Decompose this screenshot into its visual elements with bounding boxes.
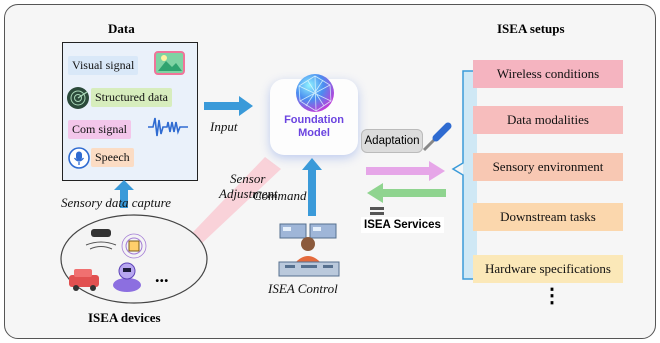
foundation-model-label: Foundation Model bbox=[284, 114, 344, 139]
services-arrow bbox=[367, 183, 446, 203]
command-arrow bbox=[302, 158, 322, 216]
setup-wireless-conditions: Wireless conditions bbox=[473, 60, 623, 88]
isea-control-label: ISEA Control bbox=[268, 281, 338, 296]
adaptation-chip: Adaptation bbox=[361, 129, 423, 153]
setup-sensory-environment: Sensory environment bbox=[473, 153, 623, 181]
screwdriver-icon bbox=[422, 122, 452, 152]
command-label: Command bbox=[253, 188, 307, 203]
microphone-icon bbox=[68, 147, 90, 169]
sensor-adjustment-beam bbox=[173, 157, 281, 261]
waveform-icon bbox=[148, 117, 188, 137]
sensor-adjustment-label-line2: Adjustment bbox=[219, 186, 278, 201]
setups-title: ISEA setups bbox=[497, 21, 565, 36]
sensory-capture-label: Sensory data capture bbox=[61, 195, 171, 210]
image-icon bbox=[154, 51, 185, 75]
diagram-frame: Data Visual signal Structured data Com s… bbox=[4, 4, 656, 339]
data-item-visual-signal: Visual signal bbox=[68, 56, 139, 75]
isea-devices-group bbox=[60, 214, 208, 304]
data-item-com-signal: Com signal bbox=[68, 120, 132, 139]
devices-ellipsis: ... bbox=[155, 266, 169, 286]
setup-downstream-tasks: Downstream tasks bbox=[473, 203, 623, 231]
control-operator-icon bbox=[278, 223, 340, 277]
data-item-speech: Speech bbox=[91, 148, 134, 167]
isea-devices-label: ISEA devices bbox=[88, 310, 161, 325]
data-item-structured-data: Structured data bbox=[91, 88, 172, 107]
setups-ellipsis: ⋮ bbox=[542, 285, 562, 307]
setup-data-modalities: Data modalities bbox=[473, 106, 623, 134]
input-arrow bbox=[204, 96, 253, 116]
isea-services-label: ISEA Services bbox=[361, 217, 444, 233]
sensor-adjustment-label-line1: Sensor bbox=[230, 171, 266, 186]
radar-icon bbox=[67, 87, 89, 109]
capture-arrow bbox=[114, 180, 134, 208]
adaptation-arrow bbox=[366, 161, 445, 181]
data-panel: Visual signal Structured data Com signal bbox=[62, 42, 198, 181]
data-title: Data bbox=[108, 21, 135, 36]
foundation-model-sphere-icon bbox=[296, 74, 334, 112]
setup-hardware-specifications: Hardware specifications bbox=[473, 255, 623, 283]
input-label: Input bbox=[210, 119, 238, 134]
